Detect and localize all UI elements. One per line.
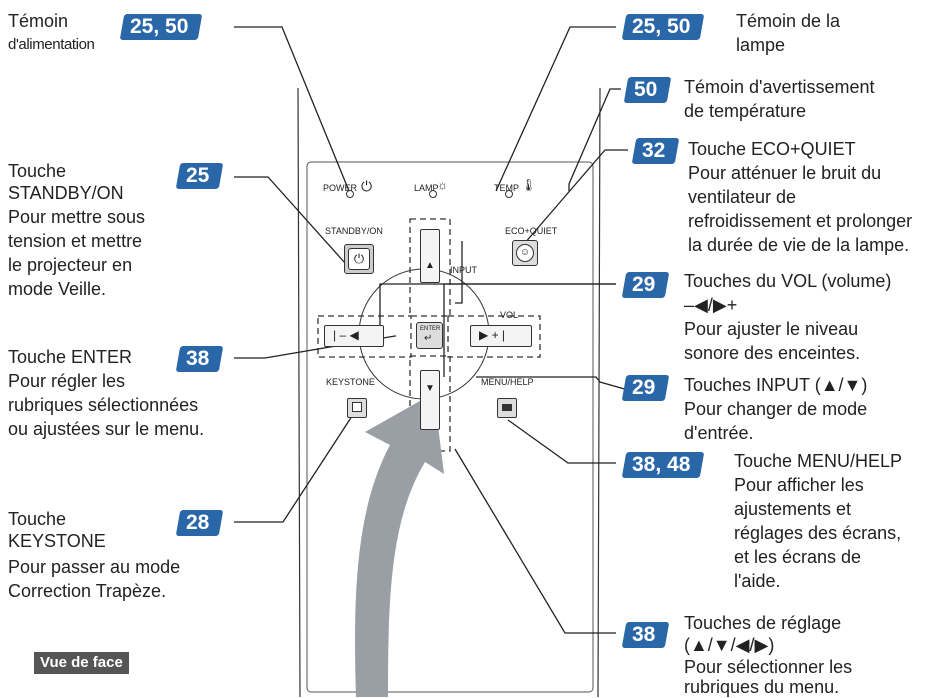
lamp-symbol-icon: ☼: [437, 178, 448, 192]
vol-keys: –◀/▶+: [684, 295, 738, 315]
keystone-title-2: KEYSTONE: [8, 531, 106, 551]
left-arrow-icon: | – ◀: [333, 328, 359, 342]
standby-desc-4: mode Veille.: [8, 279, 107, 299]
input-up-button[interactable]: ▲: [420, 229, 440, 283]
remote-keystone-label: KEYSTONE: [326, 377, 375, 387]
badge-temp: 50: [623, 77, 672, 103]
standby-desc-3: le projecteur en: [8, 255, 133, 275]
up-arrow-icon: ▲: [425, 260, 435, 271]
keystone-icon: [352, 402, 362, 412]
lamp-title-1: Témoin de la: [736, 11, 841, 31]
eco-desc-2: ventilateur de: [688, 187, 797, 207]
badge-input: 29: [621, 375, 670, 401]
keystone-button[interactable]: [347, 398, 367, 418]
standby-title-2: STANDBY/ON: [8, 183, 124, 203]
input-desc-1: Pour changer de mode: [684, 399, 868, 419]
keystone-desc-1: Pour passer au mode: [8, 557, 181, 577]
badge-power: 25, 50: [119, 14, 203, 40]
badge-keystone: 28: [175, 510, 224, 536]
standby-desc-1: Pour mettre sous: [8, 207, 146, 227]
badge-lamp: 25, 50: [621, 14, 705, 40]
enter-title: Touche ENTER: [8, 347, 133, 367]
badge-enter: 38: [175, 346, 224, 372]
badge-vol: 29: [621, 272, 670, 298]
remote-power-label: POWER: [323, 183, 358, 193]
menu-desc-5: l'aide.: [734, 571, 781, 591]
eco-desc-4: la durée de vie de la lampe.: [688, 235, 910, 255]
enter-key-label: ENTER: [420, 326, 441, 332]
thermometer-icon: 🌡: [521, 178, 537, 192]
eco-title: Touche ECO+QUIET: [688, 139, 856, 159]
menu-desc-1: Pour afficher les: [734, 475, 864, 495]
enter-button[interactable]: ENTER ↵: [416, 322, 443, 349]
vol-desc-1: Pour ajuster le niveau: [684, 319, 859, 339]
power-symbol-icon: ⏻: [361, 178, 373, 194]
remote-vol-label: VOL: [500, 310, 519, 320]
menu-desc-2: ajustements et: [734, 499, 852, 519]
enter-desc-2: rubriques sélectionnées: [8, 395, 199, 415]
vol-title: Touches du VOL (volume): [684, 271, 892, 291]
adjust-title: Touches de réglage: [684, 613, 842, 633]
menu-icon: [502, 404, 512, 411]
badge-adjust: 38: [621, 622, 670, 648]
view-label: Vue de face: [34, 652, 129, 674]
temp-indicator-icon: [505, 190, 513, 198]
power-indicator-title: Témoin: [8, 11, 69, 31]
eco-quiet-button[interactable]: ☺: [512, 240, 538, 266]
temp-title-2: de température: [684, 101, 807, 121]
badge-eco: 32: [631, 138, 680, 164]
eco-icon: ☺: [516, 244, 534, 262]
badge-standby: 25: [175, 163, 224, 189]
enter-desc-1: Pour régler les: [8, 371, 126, 391]
remote-lamp-label: LAMP: [414, 183, 439, 193]
adjust-desc-2: rubriques du menu.: [684, 677, 840, 697]
power-indicator-icon: [346, 190, 354, 198]
eco-desc-1: Pour atténuer le bruit du: [688, 163, 882, 183]
keystone-desc-2: Correction Trapèze.: [8, 581, 167, 601]
remote-input-label: INPUT: [450, 265, 477, 275]
power-icon: ⏻: [348, 248, 370, 270]
vol-plus-button[interactable]: ▶ + |: [470, 325, 532, 347]
standby-title-1: Touche: [8, 161, 67, 181]
menu-desc-4: et les écrans de: [734, 547, 862, 567]
temp-title-1: Témoin d'avertissement: [684, 77, 875, 97]
enter-arrow-icon: ↵: [424, 333, 433, 344]
remote-eco-label: ECO+QUIET: [505, 226, 558, 236]
power-indicator-subtitle: d'alimentation: [8, 36, 95, 53]
input-down-button[interactable]: ▼: [420, 370, 440, 430]
adjust-desc-1: Pour sélectionner les: [684, 657, 853, 677]
lamp-title-2: lampe: [736, 35, 786, 55]
standby-button[interactable]: ⏻: [344, 244, 374, 274]
remote-temp-label: TEMP: [494, 183, 520, 193]
down-arrow-icon: ▼: [425, 383, 435, 394]
menu-title: Touche MENU/HELP: [734, 451, 903, 471]
adjust-keys: (▲/▼/◀/▶): [684, 635, 775, 655]
right-arrow-icon: ▶ + |: [479, 328, 506, 342]
enter-desc-3: ou ajustées sur le menu.: [8, 419, 205, 439]
input-desc-2: d'entrée.: [684, 423, 754, 443]
input-title: Touches INPUT (▲/▼): [684, 375, 868, 395]
menu-help-button[interactable]: [497, 398, 517, 418]
standby-desc-2: tension et mettre: [8, 231, 143, 251]
vol-desc-2: sonore des enceintes.: [684, 343, 861, 363]
vol-minus-button[interactable]: | – ◀: [324, 325, 384, 347]
lamp-indicator-icon: [429, 190, 437, 198]
remote-standby-label: STANDBY/ON: [325, 226, 383, 236]
remote-menu-label: MENU/HELP: [481, 377, 534, 387]
eco-desc-3: refroidissement et prolonger: [688, 211, 913, 231]
menu-desc-3: réglages des écrans,: [734, 523, 902, 543]
keystone-title-1: Touche: [8, 509, 67, 529]
badge-menu: 38, 48: [621, 452, 705, 478]
